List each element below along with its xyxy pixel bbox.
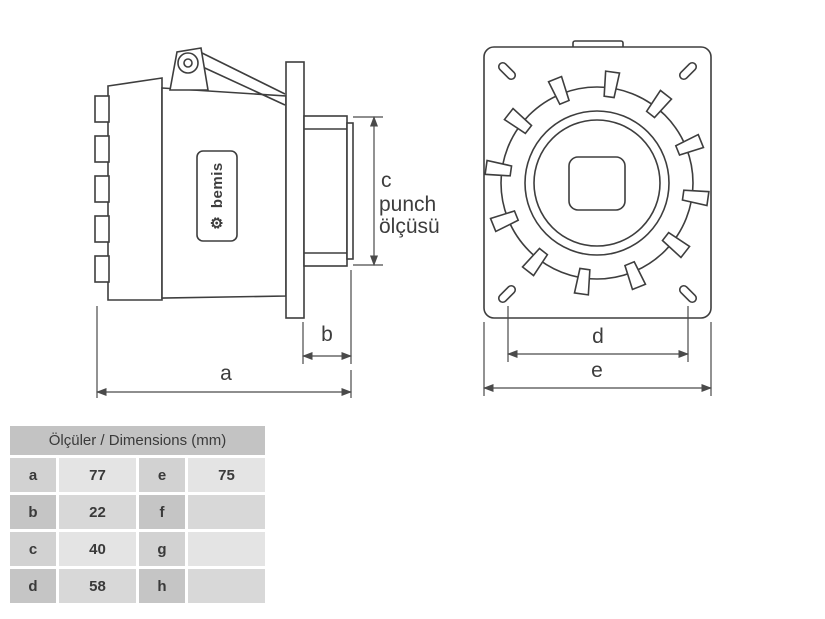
fin bbox=[645, 89, 673, 119]
side-view: ⚙ bemis bbox=[94, 47, 354, 319]
dim-key-c: c bbox=[10, 532, 56, 566]
technical-drawing: ⚙ bemis b a c punch bbox=[94, 40, 713, 398]
dim-label-a: a bbox=[220, 362, 232, 385]
fin bbox=[489, 209, 520, 233]
dim-value-e: 75 bbox=[188, 458, 265, 492]
fin bbox=[521, 247, 549, 277]
dim-value-d: 58 bbox=[59, 569, 136, 603]
spigot-end-ring bbox=[346, 122, 354, 260]
dimension-d: d bbox=[506, 306, 690, 362]
rear-rib bbox=[94, 255, 110, 283]
dimension-a: a bbox=[95, 306, 353, 398]
dim-key-g: g bbox=[139, 532, 185, 566]
punch-note-line1: punch bbox=[379, 193, 436, 216]
dimensions-table-title: Ölçüler / Dimensions (mm) bbox=[10, 426, 265, 455]
fin bbox=[503, 107, 533, 135]
dim-label-e: e bbox=[591, 359, 603, 382]
dimension-e: e bbox=[482, 322, 713, 396]
rear-rib bbox=[94, 175, 110, 203]
dim-key-d: d bbox=[10, 569, 56, 603]
dimension-b: b bbox=[301, 270, 353, 364]
body-circle-inner bbox=[533, 119, 661, 247]
dim-value-a: 77 bbox=[59, 458, 136, 492]
flange-side bbox=[285, 61, 305, 319]
gear-icon: ⚙ bbox=[209, 216, 226, 230]
fin bbox=[603, 70, 621, 99]
punch-note-line2: ölçüsü bbox=[379, 215, 440, 238]
fin bbox=[674, 133, 705, 157]
fin bbox=[547, 75, 571, 106]
dim-label-c: c bbox=[381, 169, 392, 192]
fin bbox=[623, 260, 647, 291]
brand-logo-text: bemis bbox=[209, 162, 226, 208]
body-circle-middle bbox=[524, 110, 670, 256]
dimensions-table: Ölçüler / Dimensions (mm) a 77 e 75 b 22… bbox=[10, 426, 265, 603]
hinge-pin-center bbox=[183, 58, 193, 68]
dim-value-h bbox=[188, 569, 265, 603]
spigot bbox=[303, 115, 348, 267]
dim-key-a: a bbox=[10, 458, 56, 492]
body-circle-outer bbox=[500, 86, 694, 280]
dim-value-b: 22 bbox=[59, 495, 136, 529]
mounting-slot bbox=[497, 284, 517, 304]
lid-edge bbox=[193, 62, 286, 106]
fin bbox=[573, 267, 591, 296]
rear-cover bbox=[107, 77, 163, 301]
dim-key-h: h bbox=[139, 569, 185, 603]
rear-rib bbox=[94, 135, 110, 163]
front-view bbox=[483, 40, 712, 319]
dimension-c: c punch ölçüsü bbox=[353, 115, 440, 267]
dim-key-b: b bbox=[10, 495, 56, 529]
dim-key-e: e bbox=[139, 458, 185, 492]
brand-plate bbox=[196, 150, 238, 242]
dim-label-b: b bbox=[321, 323, 333, 346]
rear-rib bbox=[94, 95, 110, 123]
rear-rib bbox=[94, 215, 110, 243]
brand-logo: ⚙ bemis bbox=[209, 162, 226, 229]
dim-label-d: d bbox=[592, 325, 604, 348]
mounting-slot bbox=[678, 284, 698, 304]
center-opening bbox=[568, 156, 626, 211]
cooling-fins bbox=[484, 70, 710, 296]
dim-value-f bbox=[188, 495, 265, 529]
fin bbox=[484, 159, 513, 177]
lid-edge bbox=[199, 51, 286, 95]
mounting-slot bbox=[678, 61, 698, 81]
dim-value-g bbox=[188, 532, 265, 566]
fin bbox=[681, 189, 710, 207]
fin bbox=[661, 231, 691, 259]
mounting-slot bbox=[497, 61, 517, 81]
dim-key-f: f bbox=[139, 495, 185, 529]
dim-value-c: 40 bbox=[59, 532, 136, 566]
